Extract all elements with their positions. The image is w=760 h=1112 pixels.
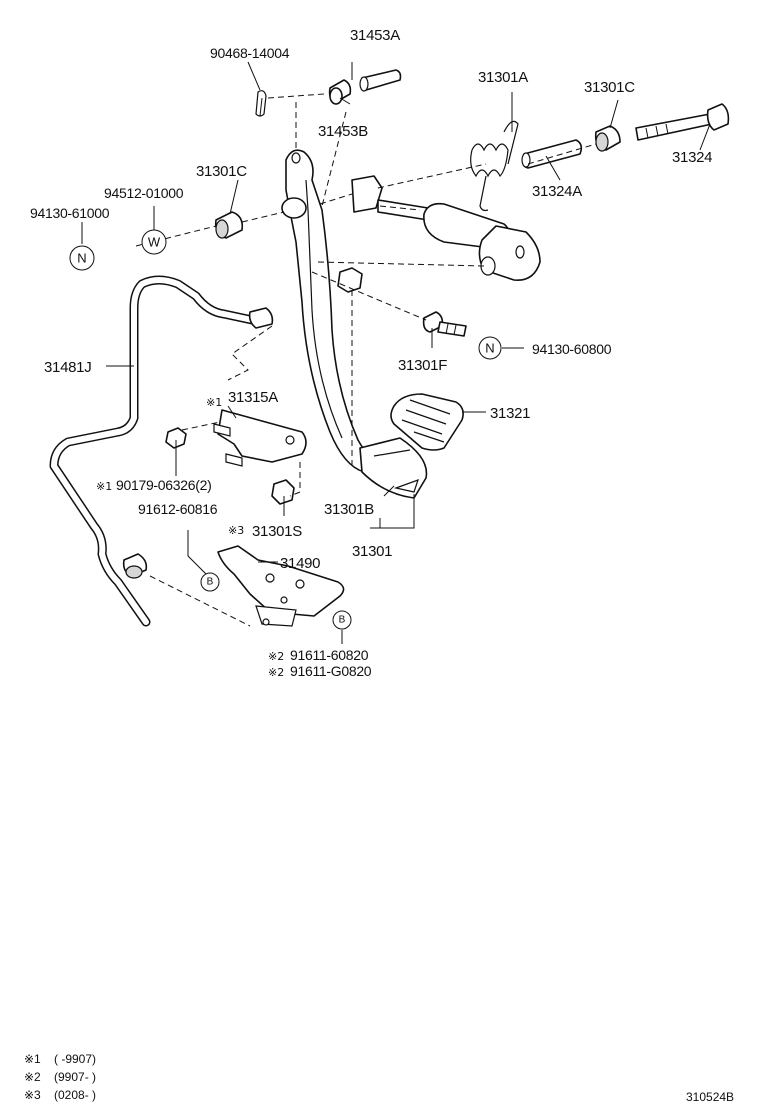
bolt-31324-drawing — [635, 103, 730, 141]
footnote-3-mark: ※3 — [24, 1088, 41, 1102]
circle-symbol-n-left-text: N — [77, 251, 86, 266]
callout-31324a: 31324A — [532, 183, 582, 200]
circle-symbol-w: W — [141, 229, 167, 255]
circle-symbol-n-right-text: N — [485, 341, 494, 356]
bracket-31490-drawing — [217, 545, 345, 627]
callout-31315a: 31315A — [228, 389, 278, 406]
callout-94130-61000: 94130-61000 — [30, 205, 110, 221]
nut-90179-drawing — [165, 427, 187, 449]
footnote-1-text: ( -9907) — [54, 1052, 96, 1066]
circle-symbol-b-right-text: B — [339, 615, 346, 626]
footnote-2-text: (9907- ) — [54, 1070, 96, 1084]
callout-31301: 31301 — [352, 543, 392, 560]
bushing-31453b-drawing — [328, 79, 352, 105]
stopper-bolt-drawing — [422, 311, 467, 337]
callout-90179-06326: 90179-06326(2) — [116, 477, 211, 493]
nut-31301s-drawing — [271, 479, 295, 505]
footnote-1-mark: ※1 — [24, 1052, 41, 1066]
collar-31324a-drawing — [521, 139, 583, 169]
circle-symbol-w-text: W — [148, 235, 161, 250]
circle-symbol-b-right: B — [332, 610, 352, 630]
marker-90179: ※1 — [96, 480, 112, 493]
pin-31453a-drawing — [359, 69, 402, 92]
callout-31453b: 31453B — [318, 123, 368, 140]
clevis-pushrod-drawing — [351, 175, 541, 281]
callout-31324: 31324 — [672, 149, 712, 166]
callout-91611-g0820: 91611-G0820 — [290, 663, 372, 679]
bracket-31315a-drawing — [213, 409, 307, 467]
footnote-list: ※1 ( -9907) ※2 (9907- ) ※3 (0208- ) — [24, 1052, 96, 1102]
figure-code: 310524B — [686, 1090, 734, 1104]
callout-91611-60820: 91611-60820 — [290, 647, 369, 663]
leader-lines — [81, 61, 711, 644]
pedal-pad-drawing — [390, 393, 464, 451]
marker-91611-60820: ※2 — [268, 650, 284, 663]
footnote-3-text: (0208- ) — [54, 1088, 96, 1102]
callout-31301s: 31301S — [252, 523, 302, 540]
return-spring-drawing — [470, 120, 519, 212]
cotter-pin-drawing — [255, 90, 267, 117]
circle-symbol-n-right: N — [478, 336, 502, 360]
marker-31315a: ※1 — [206, 396, 222, 409]
marker-91611-g0820: ※2 — [268, 666, 284, 679]
footnote-2-mark: ※2 — [24, 1070, 41, 1084]
callout-31301c-left: 31301C — [196, 163, 247, 180]
callout-90468-14004: 90468-14004 — [210, 45, 290, 61]
callout-31481j: 31481J — [44, 359, 91, 376]
bushing-31301c-left-drawing — [214, 211, 244, 239]
callout-31301a: 31301A — [478, 69, 528, 86]
callout-31453a: 31453A — [350, 27, 400, 44]
callout-31301f: 31301F — [398, 357, 447, 374]
callout-91612-60816: 91612-60816 — [138, 501, 218, 517]
callout-31321: 31321 — [490, 405, 530, 422]
callout-31490: 31490 — [280, 555, 320, 572]
brake-pipe-drawing — [49, 275, 274, 627]
callout-31301b: 31301B — [324, 501, 374, 518]
circle-symbol-b-left: B — [200, 572, 220, 592]
callout-94130-60800: 94130-60800 — [532, 341, 612, 357]
marker-31301s: ※3 — [228, 524, 244, 537]
brake-pedal-arm-drawing — [281, 149, 428, 499]
bushing-31301c-top-drawing — [594, 125, 621, 152]
callout-94512-01000: 94512-01000 — [104, 185, 184, 201]
circle-symbol-b-left-text: B — [207, 577, 214, 588]
circle-symbol-n-left: N — [69, 245, 95, 271]
callout-31301c-top: 31301C — [584, 79, 635, 96]
